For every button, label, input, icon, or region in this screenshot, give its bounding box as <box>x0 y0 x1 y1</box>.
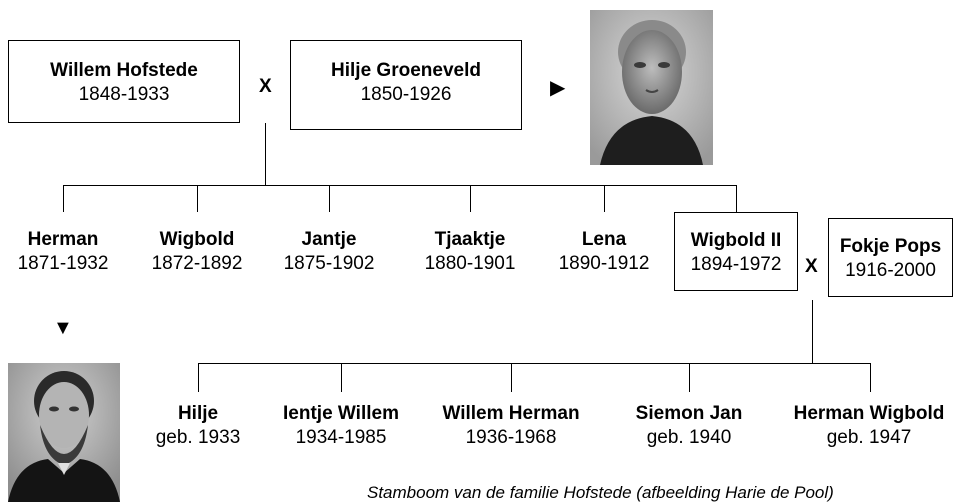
figure-caption: Stamboom van de familie Hofstede (afbeel… <box>367 483 834 502</box>
arrow-right-icon: ▶ <box>550 77 566 99</box>
tree-line <box>341 363 342 392</box>
person-name: Wigbold <box>159 229 235 250</box>
person-name: Hilje Groeneveld <box>331 60 481 81</box>
tree-line <box>470 185 471 212</box>
person-dates: 1880-1901 <box>424 253 516 274</box>
person-dates: 1916-2000 <box>845 260 936 281</box>
person-dates: 1848-1933 <box>78 84 170 105</box>
tree-line <box>198 363 871 364</box>
person-box-willem-hofstede: Willem Hofstede 1848-1933 <box>8 40 240 123</box>
portrait-photo-man <box>8 363 120 502</box>
tree-line <box>689 363 690 392</box>
tree-line <box>198 363 199 392</box>
person-name: Herman <box>27 229 99 250</box>
tree-line <box>197 185 198 212</box>
person-dates: 1875-1902 <box>283 253 375 274</box>
tree-line <box>604 185 605 212</box>
person-herman: Herman 1871-1932 <box>3 228 123 276</box>
person-dates: 1936-1968 <box>465 427 557 448</box>
person-box-wigbold-ii: Wigbold II 1894-1972 <box>674 212 798 291</box>
person-lena: Lena 1890-1912 <box>544 228 664 276</box>
person-dates: 1872-1892 <box>151 253 243 274</box>
person-name: Ientje Willem <box>283 403 399 424</box>
person-name: Tjaaktje <box>434 229 506 250</box>
person-name: Willem Herman <box>442 403 580 424</box>
person-box-hilje-groeneveld: Hilje Groeneveld 1850-1926 <box>290 40 522 130</box>
portrait-photo-woman <box>590 10 713 165</box>
tree-line <box>511 363 512 392</box>
arrow-down-icon: ▼ <box>53 317 73 339</box>
person-dates: geb. 1940 <box>646 427 732 448</box>
person-name: Fokje Pops <box>839 236 942 257</box>
person-dates: geb. 1933 <box>155 427 241 448</box>
tree-line <box>736 185 737 212</box>
person-dates: 1871-1932 <box>17 253 109 274</box>
person-wigbold: Wigbold 1872-1892 <box>137 228 257 276</box>
person-name: Siemon Jan <box>635 403 743 424</box>
person-name: Lena <box>581 229 627 250</box>
person-name: Hilje <box>177 403 219 424</box>
marriage-symbol: X <box>259 76 272 97</box>
tree-line <box>870 363 871 392</box>
tree-line <box>63 185 64 212</box>
tree-line <box>265 123 266 185</box>
person-name: Willem Hofstede <box>50 60 198 81</box>
person-dates: 1850-1926 <box>360 84 452 105</box>
person-tjaaktje: Tjaaktje 1880-1901 <box>410 228 530 276</box>
person-box-fokje-pops: Fokje Pops 1916-2000 <box>828 218 953 297</box>
person-dates: 1894-1972 <box>690 254 782 275</box>
tree-line <box>812 300 813 363</box>
person-willem-herman: Willem Herman 1936-1968 <box>426 402 596 450</box>
person-name: Herman Wigbold <box>793 403 945 424</box>
marriage-symbol: X <box>805 256 818 277</box>
tree-line <box>63 185 737 186</box>
person-dates: geb. 1947 <box>826 427 912 448</box>
person-name: Jantje <box>301 229 357 250</box>
person-dates: 1890-1912 <box>558 253 650 274</box>
person-hilje: Hilje geb. 1933 <box>138 402 258 450</box>
person-siemon-jan: Siemon Jan geb. 1940 <box>619 402 759 450</box>
person-jantje: Jantje 1875-1902 <box>269 228 389 276</box>
person-ientje-willem: Ientje Willem 1934-1985 <box>266 402 416 450</box>
person-dates: 1934-1985 <box>295 427 387 448</box>
person-name: Wigbold II <box>690 230 782 251</box>
tree-line <box>329 185 330 212</box>
person-herman-wigbold: Herman Wigbold geb. 1947 <box>779 402 959 450</box>
